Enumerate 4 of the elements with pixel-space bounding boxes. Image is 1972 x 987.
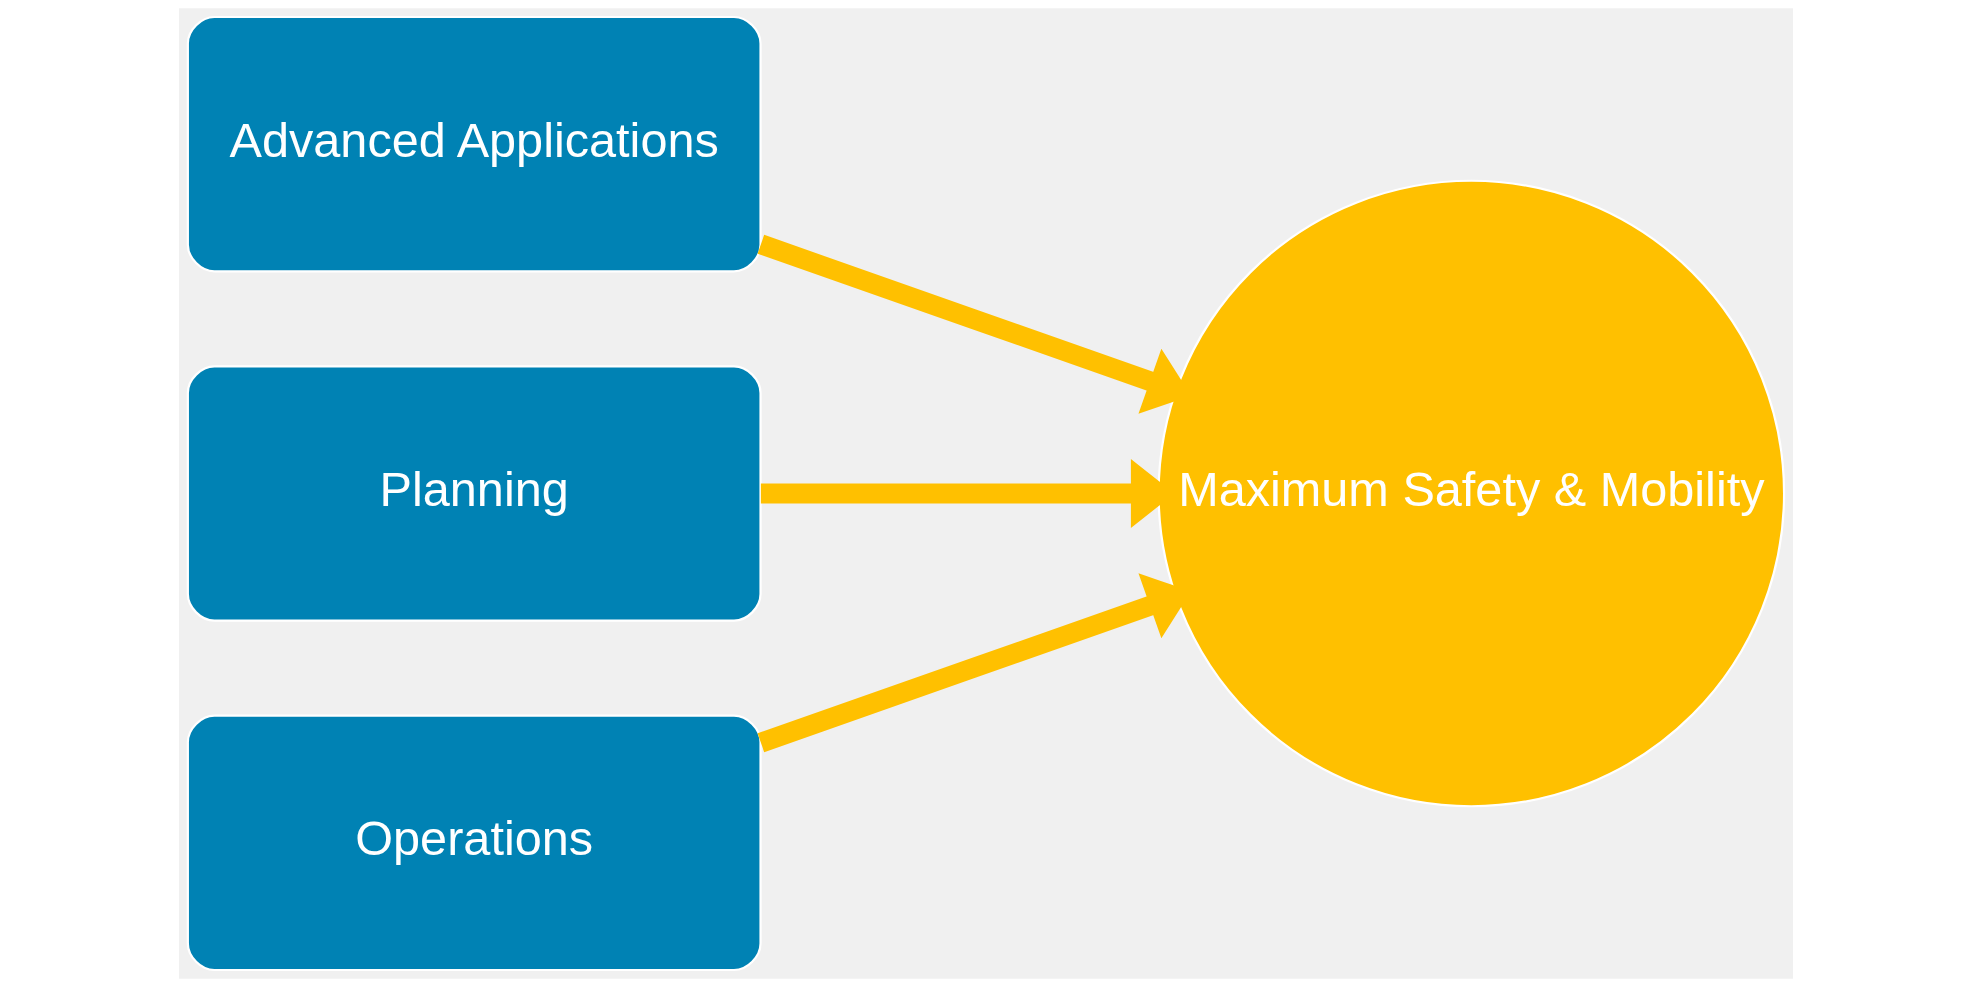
- node-box: Advanced Applications: [186, 15, 762, 273]
- node-circle: Maximum Safety & Mobility: [1157, 179, 1786, 808]
- node-box: Operations: [186, 714, 762, 972]
- node-box: Planning: [186, 365, 762, 622]
